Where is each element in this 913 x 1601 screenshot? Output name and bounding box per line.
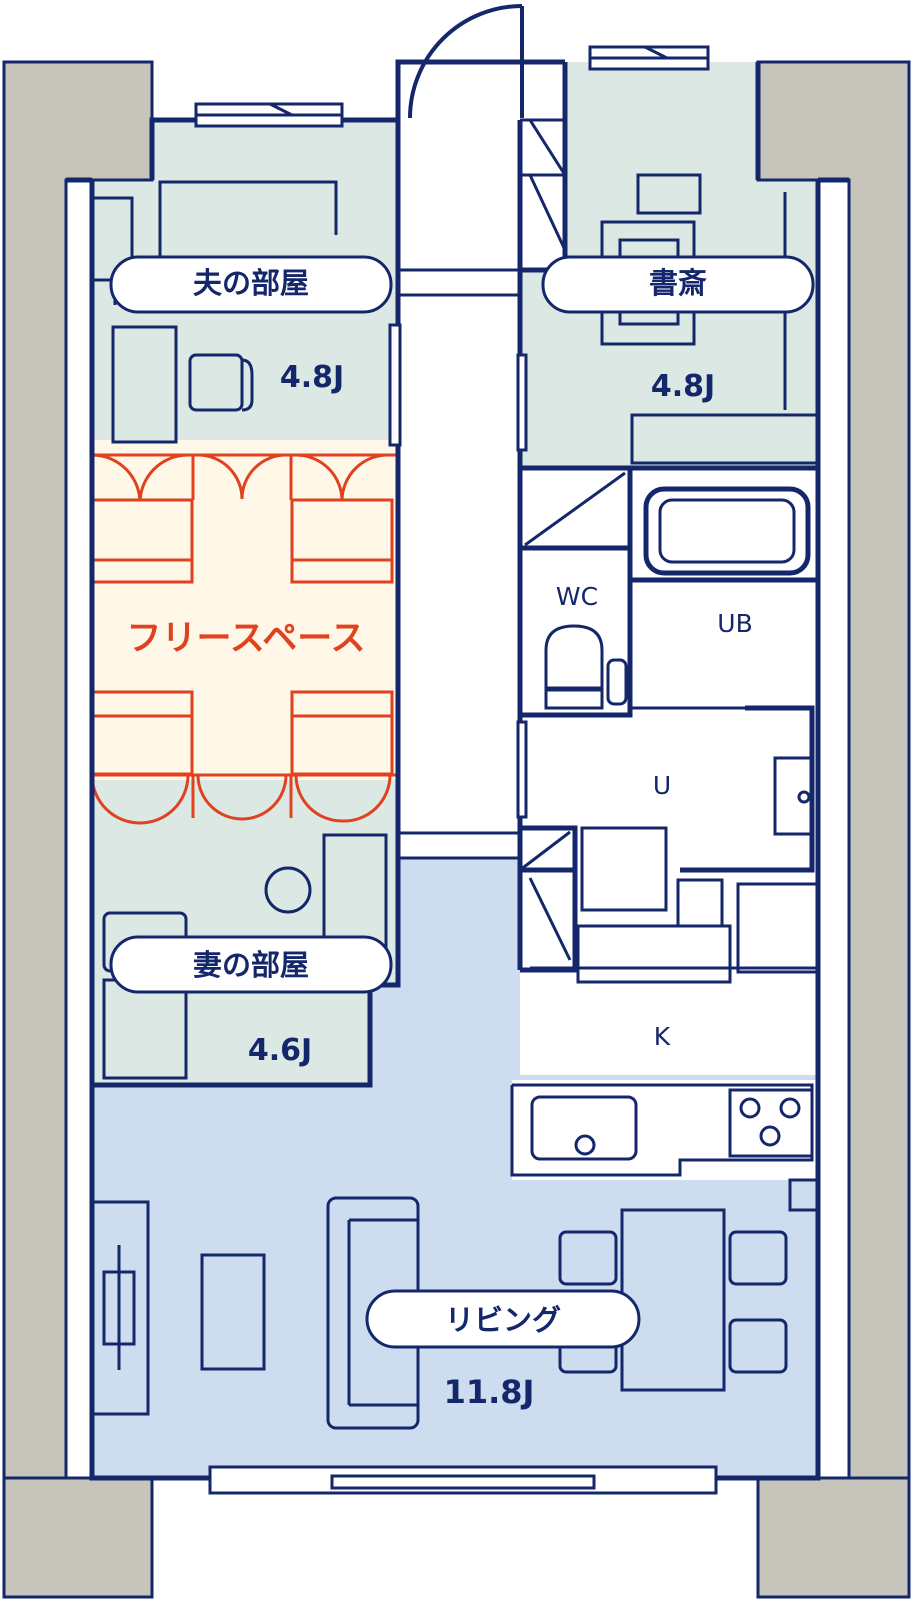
husband-desk	[111, 325, 178, 444]
wife-room-size: 4.6J	[248, 1033, 312, 1068]
husband-bed	[92, 196, 134, 260]
study-room-pill	[541, 255, 815, 314]
toilet	[544, 624, 604, 690]
kitchen-cabinet	[576, 924, 732, 984]
wife-stool	[264, 866, 312, 914]
bathtub	[643, 486, 811, 576]
wife-dresser	[322, 833, 388, 952]
free-space-furniture	[90, 453, 398, 825]
husband-room-name: 夫の部屋	[193, 266, 309, 300]
u-label: U	[653, 771, 671, 800]
free-space-label: フリースペース	[126, 619, 365, 659]
coffee-table	[200, 1253, 266, 1371]
entry-door	[408, 4, 524, 119]
study-shelf	[636, 173, 702, 215]
cooktop	[728, 1088, 814, 1158]
husband-room-pill	[109, 255, 393, 314]
label-pills	[109, 255, 815, 1349]
study-room-name: 書斎	[649, 266, 707, 300]
pillars	[2, 60, 911, 1599]
wc-label: WC	[556, 582, 598, 611]
labels: 夫の部屋 4.8J 書斎 4.8J フリースペース 妻の部屋 4.6J リビング…	[126, 266, 752, 1411]
dining-chair-4	[728, 1318, 788, 1374]
living-room-name: リビング	[445, 1303, 561, 1337]
kitchen-counter	[510, 1083, 814, 1177]
living-room-size: 11.8J	[444, 1373, 535, 1411]
dining-chair-3	[728, 1230, 788, 1286]
k-label: K	[654, 1022, 671, 1051]
kitchen-floor	[520, 975, 818, 1075]
washing-machine	[580, 826, 668, 912]
windows	[194, 45, 718, 1495]
study-counter	[630, 413, 820, 465]
kitchen-counter-area	[512, 1080, 818, 1180]
kitchen-sink	[530, 1095, 638, 1161]
study-room-size: 4.8J	[651, 369, 715, 404]
fridge	[736, 882, 820, 974]
furniture	[90, 173, 820, 1430]
husband-room-size: 4.8J	[280, 360, 344, 395]
pillar-bottom-left	[2, 1476, 154, 1599]
wife-room-name: 妻の部屋	[193, 948, 309, 982]
wife-room-pill	[109, 935, 393, 994]
wife-desk	[102, 978, 188, 1080]
dining-chair-1	[558, 1230, 618, 1286]
living-room-pill	[365, 1289, 641, 1349]
pillar-bottom-right	[756, 1476, 911, 1599]
husband-chair	[188, 353, 244, 412]
dining-table	[620, 1208, 726, 1392]
ub-label: UB	[717, 609, 752, 638]
husband-wardrobe	[158, 180, 338, 260]
